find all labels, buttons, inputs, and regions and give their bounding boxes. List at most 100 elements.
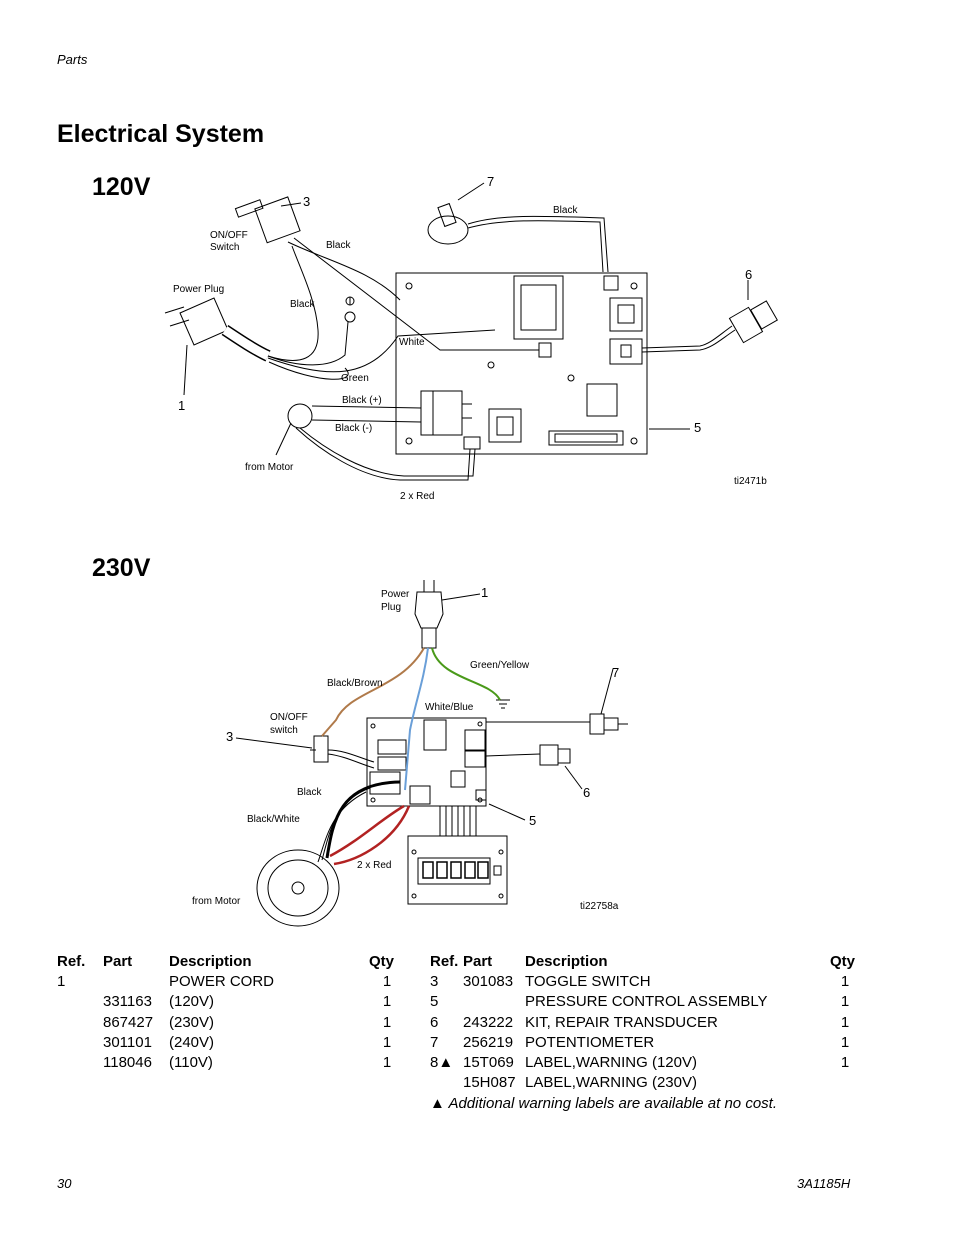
cell-part: 867427 [103,1013,154,1031]
label-onoff-1-230v: ON/OFF [270,712,308,723]
chip [586,383,618,417]
cell-qty: 1 [840,993,850,1011]
wiring-diagram-230v: Power Plug Green/Yellow Black/Brown Whit… [192,580,628,927]
power-plug-body [179,297,229,346]
table-row: 3 301083 TOGGLE SWITCH 1 [430,973,860,993]
callout-1-230v: 1 [481,585,488,600]
table-row: 5 PRESSURE CONTROL ASSEMBLY 1 [430,993,860,1013]
display-connector [548,430,624,446]
cell-ref [57,1034,103,1054]
cell-description: (120V) [169,993,215,1011]
cell-description: (240V) [169,1033,215,1051]
table-row: 7 256219 POTENTIOMETER 1 [430,1034,860,1054]
transducer-230v [539,744,559,766]
transducer-jack [609,338,643,365]
cell-description: POTENTIOMETER [525,1033,655,1051]
label-white-blue: White/Blue [425,702,474,713]
warning-label-footnote: ▲ Additional warning labels are availabl… [430,1095,777,1112]
label-black-pot: Black [553,205,578,216]
cell-qty: 1 [382,993,392,1011]
cell-part [463,993,525,1013]
cell-description: PRESSURE CONTROL ASSEMBLY [525,993,768,1011]
cell-ref [57,1014,103,1034]
callout-3-230v: 3 [226,729,233,744]
label-black-white: Black/White [247,814,300,825]
cell-part [103,973,169,993]
potentiometer-230v [589,713,605,735]
parts-table-left: Ref. Part Description Qty 1 POWER CORD 1… [57,953,405,1074]
label-2x-red-230v: 2 x Red [357,860,391,871]
header-description: Description [169,953,252,970]
label-black-brown: Black/Brown [327,678,383,689]
label-from-motor: from Motor [245,462,294,473]
cell-ref: 3 [430,973,439,990]
cell-qty: 1 [382,1033,392,1051]
document-id: 3A1185H [797,1176,851,1191]
control-board [395,272,648,455]
header-qty: Qty [830,953,856,970]
callout-3: 3 [303,194,310,209]
table-row: 15H087 LABEL,WARNING (230V) [430,1074,860,1094]
table-row: 118046 (110V) 1 [57,1054,405,1074]
transformer [513,275,564,340]
motor-connector [420,390,463,436]
cell-ref: 1 [57,973,66,990]
label-green-yellow: Green/Yellow [470,660,530,671]
cell-qty: 1 [840,1013,850,1031]
callout-5-230v: 5 [529,813,536,828]
label-white: White [399,337,425,348]
label-onoff-2: Switch [210,242,239,253]
cell-ref: 7 [430,1033,439,1051]
label-black-plug: Black [290,299,315,310]
callout-5: 5 [694,420,701,435]
callout-1: 1 [178,398,185,413]
heading-120v: 120V [92,173,151,201]
label-onoff-2-230v: switch [270,725,298,736]
label-2x-red: 2 x Red [400,491,434,502]
rj-jack-230v [464,729,486,751]
cell-part: 15H087 [463,1074,516,1092]
figure-id-120v: ti2471b [734,476,767,487]
cell-qty: 1 [840,973,850,990]
table-row: 867427 (230V) 1 [57,1014,405,1034]
header-ref: Ref. [430,953,459,970]
cell-part: 15T069 [463,1054,514,1072]
cell-description: (230V) [169,1013,215,1031]
power-plug-230v [414,591,444,629]
cell-qty [830,1074,860,1094]
parts-table-right: Ref. Part Description Qty 3 301083 TOGGL… [430,953,860,1095]
cell-description: POWER CORD [169,973,274,990]
relay [488,408,522,443]
table-row: 331163 (120V) 1 [57,993,405,1013]
callout-6: 6 [745,267,752,282]
header-section-label: Parts [57,52,88,67]
callout-6-230v: 6 [583,785,590,800]
cell-ref: 6 [430,1013,439,1031]
cell-ref [430,1074,463,1094]
label-black-minus: Black (-) [335,423,372,434]
page-number: 30 [57,1176,72,1191]
onoff-switch-230v [313,735,329,763]
cell-description: LABEL,WARNING (120V) [525,1054,697,1072]
header-part: Part [463,953,493,970]
cell-part: 256219 [463,1033,514,1051]
callout-7: 7 [487,174,494,189]
heading-230v: 230V [92,554,151,582]
wiring-diagram-120v: ON/OFF Switch Black Black Black Power Pl… [164,174,778,502]
header-description: Description [525,953,608,970]
label-green: Green [341,373,369,384]
table-row: 6 243222 KIT, REPAIR TRANSDUCER 1 [430,1014,860,1034]
cell-qty: 1 [382,1013,392,1031]
cell-part: 243222 [463,1013,514,1031]
cell-ref [57,1054,103,1074]
label-from-motor-230v: from Motor [192,896,241,907]
table-row: 1 POWER CORD 1 [57,973,405,993]
cell-part: 301083 [463,973,514,990]
cell-description: LABEL,WARNING (230V) [525,1074,697,1092]
cell-part: 301101 [103,1033,152,1051]
control-board-230v [366,717,487,807]
header-qty: Qty [369,953,395,970]
figure-id-230v: ti22758a [580,901,619,912]
label-black-230v: Black [297,787,322,798]
onoff-switch-body [254,196,301,244]
